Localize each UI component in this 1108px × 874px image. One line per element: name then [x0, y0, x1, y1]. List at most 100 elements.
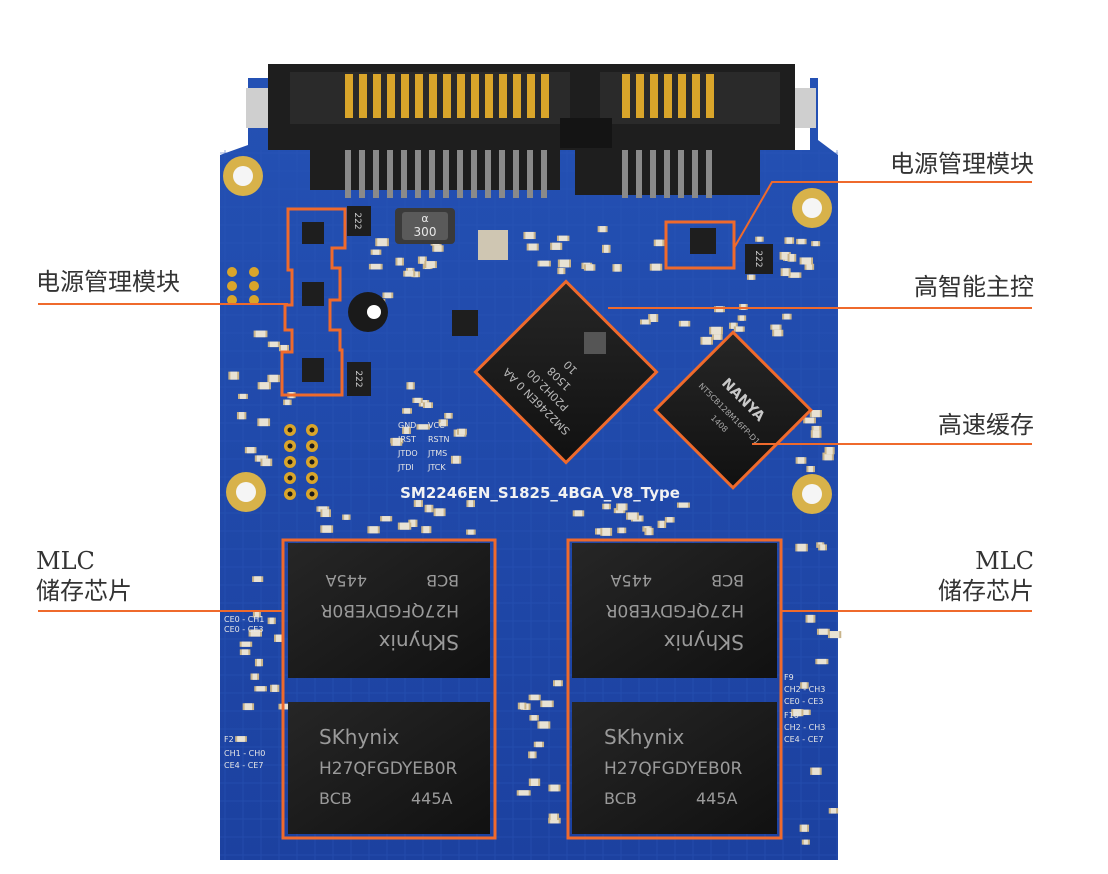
smd-capacitor: [799, 257, 814, 265]
smd-capacitor: [617, 527, 627, 534]
smd-capacitor: [278, 703, 293, 710]
small-ic-222-c: 222: [745, 244, 773, 274]
nand-code: 445A: [696, 789, 738, 808]
smd-capacitor: [257, 382, 271, 390]
smd-capacitor: [254, 658, 264, 667]
smd-capacitor: [640, 319, 651, 325]
debug-header: [284, 424, 318, 500]
smd-capacitor: [228, 371, 240, 380]
silk-label: F9: [784, 673, 794, 682]
smd-capacitor: [421, 526, 432, 534]
connector-lead: [499, 150, 505, 198]
gold-pin: [401, 74, 409, 118]
smd-capacitor: [278, 344, 290, 352]
svg-text:300: 300: [414, 225, 437, 239]
debug-label: JTCK: [427, 463, 446, 472]
smd-capacitor: [770, 324, 782, 330]
smd-capacitor: [395, 257, 404, 266]
connector-lead: [692, 150, 698, 198]
nand-code: 445A: [411, 789, 453, 808]
smd-capacitor: [537, 721, 551, 729]
header-pin: [306, 424, 318, 436]
connector-lead: [345, 150, 351, 198]
smd-capacitor: [552, 680, 563, 687]
smd-capacitor: [733, 326, 745, 332]
silk-label: CE0 - CE3: [784, 697, 823, 706]
smd-capacitor: [540, 700, 554, 708]
smd-capacitor: [572, 510, 585, 517]
header-pin: [249, 281, 259, 291]
smd-capacitor: [804, 263, 815, 270]
smd-capacitor: [368, 263, 383, 270]
nand-code: BCB: [426, 571, 459, 590]
nand-right-highlight: [566, 538, 783, 840]
smd-capacitor: [811, 425, 822, 434]
smd-capacitor: [810, 767, 822, 775]
header-pin: [249, 267, 259, 277]
smd-capacitor: [537, 260, 551, 267]
smd-capacitor: [788, 272, 802, 278]
smd-capacitor: [602, 244, 611, 253]
gold-pin: [527, 74, 535, 118]
connector-lead: [373, 150, 379, 198]
smd-capacitor: [267, 374, 280, 383]
smd-capacitor: [444, 412, 453, 419]
smd-capacitor: [424, 261, 437, 269]
label-mlc-right-line1: MLC: [975, 547, 1034, 575]
smd-capacitor: [250, 673, 260, 680]
smd-capacitor: [772, 329, 784, 337]
leader-lines: [38, 181, 1032, 612]
nand-code: BCB: [604, 789, 637, 808]
smd-capacitor: [238, 393, 248, 399]
smd-capacitor: [239, 641, 253, 647]
nand-brand: SKhynix: [663, 630, 744, 654]
smd-capacitor: [827, 631, 842, 639]
smd-capacitor: [809, 410, 822, 418]
smd-capacitor: [411, 271, 421, 278]
smd-capacitor: [526, 243, 539, 251]
smd-capacitor: [316, 506, 330, 512]
debug-label: JTDI: [397, 463, 414, 472]
smd-capacitor: [557, 259, 571, 268]
header-pin: [227, 295, 237, 305]
nand-brand: SKhynix: [378, 630, 459, 654]
smd-capacitor: [406, 382, 415, 390]
connector-lead: [650, 150, 656, 198]
smd-capacitor: [342, 514, 351, 520]
smd-capacitor: [805, 614, 816, 623]
gold-pin: [513, 74, 521, 118]
debug-label: JTMS: [427, 449, 447, 458]
smd-capacitor: [816, 628, 830, 635]
smd-capacitor: [711, 334, 723, 340]
smd-capacitor: [548, 784, 561, 792]
svg-text:222: 222: [353, 370, 363, 387]
smd-capacitor: [810, 430, 822, 438]
label-mlc-right-line2: 储存芯片: [938, 577, 1034, 605]
smd-capacitor: [822, 452, 834, 461]
debug-label: RSTN: [428, 435, 450, 444]
smd-capacitor: [270, 684, 280, 692]
power-ics: [302, 222, 716, 382]
smd-capacitor: [600, 527, 613, 536]
smd-capacitor: [676, 502, 690, 508]
smd-capacitor: [800, 682, 809, 689]
smd-capacitor: [517, 702, 527, 710]
smd-capacitor: [252, 576, 264, 582]
connector-lead: [513, 150, 519, 198]
smd-capacitor: [370, 249, 382, 255]
smd-capacitor: [780, 268, 791, 277]
nand-code: BCB: [319, 789, 352, 808]
connector-lead: [429, 150, 435, 198]
smd-capacitor: [714, 306, 725, 313]
gold-pin: [485, 74, 493, 118]
smd-capacitor: [806, 466, 815, 473]
smd-capacitor: [397, 522, 412, 530]
header-pin: [227, 281, 237, 291]
small-ic-222-a: 222: [347, 206, 371, 236]
header-pin: [227, 267, 237, 277]
smd-capacitor: [267, 617, 276, 625]
gold-pin: [443, 74, 451, 118]
